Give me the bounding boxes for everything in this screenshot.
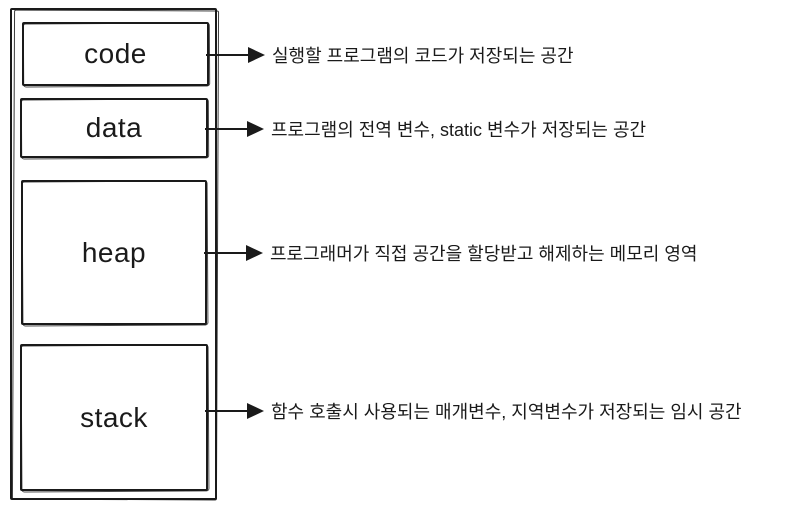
annotation-code-text: 실행할 프로그램의 코드가 저장되는 공간 (272, 46, 574, 66)
annotation-heap: 프로그래머가 직접 공간을 할당받고 해제하는 메모리 영역 (204, 241, 697, 265)
arrow-right-icon (246, 245, 263, 261)
arrow-right-icon (248, 47, 265, 63)
memory-box-stack: stack (20, 344, 208, 491)
memory-box-code: code (22, 22, 209, 86)
memory-box-data-label: data (85, 112, 143, 143)
memory-box-heap-label: heap (81, 236, 147, 268)
arrow-line (204, 251, 246, 255)
arrow-line (205, 127, 247, 131)
annotation-stack-text: 함수 호출시 사용되는 매개변수, 지역변수가 저장되는 임시 공간 (271, 402, 742, 422)
annotation-stack: 함수 호출시 사용되는 매개변수, 지역변수가 저장되는 임시 공간 (205, 399, 742, 423)
annotation-data-text: 프로그램의 전역 변수, static 변수가 저장되는 공간 (271, 120, 647, 140)
arrow-right-icon (247, 403, 264, 419)
annotation-data: 프로그램의 전역 변수, static 변수가 저장되는 공간 (205, 117, 646, 141)
memory-box-code-label: code (84, 38, 147, 69)
arrow-line (206, 53, 248, 57)
arrow-right-icon (247, 121, 264, 137)
arrow-line (205, 409, 247, 413)
annotation-heap-text: 프로그래머가 직접 공간을 할당받고 해제하는 메모리 영역 (270, 244, 698, 264)
memory-box-stack-label: stack (80, 401, 148, 433)
memory-box-data: data (20, 98, 208, 158)
annotation-code: 실행할 프로그램의 코드가 저장되는 공간 (206, 43, 574, 67)
memory-box-heap: heap (21, 180, 207, 325)
